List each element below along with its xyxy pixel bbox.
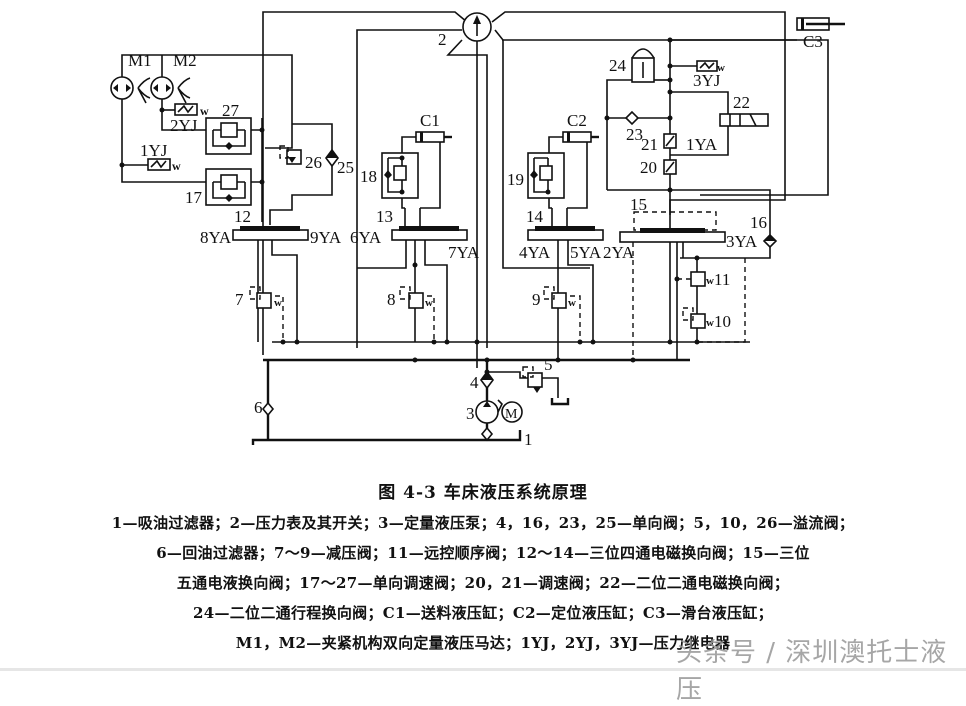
label-5ya: 5YA: [570, 243, 602, 262]
svg-text:w: w: [172, 159, 181, 173]
legend-line-1: 1—吸油过滤器；2—压力表及其开关；3—定量液压泵；4，16，23，25—单向阀…: [111, 514, 855, 532]
label-c3: C3: [803, 32, 823, 51]
label-c2: C2: [567, 111, 587, 130]
svg-text:w: w: [274, 297, 282, 309]
directional-valve-12: [232, 226, 309, 345]
label-2ya: 2YA: [603, 243, 635, 262]
label-3ya: 3YA: [726, 232, 758, 251]
legend-line-3: 五通电液换向阀；17～27—单向调速阀；20，21—调速阀；22—二位二通电磁换…: [176, 574, 790, 592]
label-9: 9: [532, 290, 541, 309]
reducing-valve-7: w: [249, 286, 284, 342]
label-9ya: 9YA: [310, 228, 342, 247]
label-1yj: 1YJ: [140, 141, 168, 160]
locating-cylinder-circuit: w: [527, 131, 604, 363]
label-21: 21: [641, 135, 658, 154]
label-1: 1: [524, 430, 533, 449]
label-23: 23: [626, 125, 643, 144]
label-m1: M1: [128, 51, 152, 70]
label-18: 18: [360, 167, 377, 186]
label-24: 24: [609, 56, 627, 75]
label-22: 22: [733, 93, 750, 112]
label-8: 8: [387, 290, 396, 309]
pressure-gauge-2: [462, 12, 492, 42]
svg-text:w: w: [425, 297, 433, 309]
label-2: 2: [438, 30, 447, 49]
label-20: 20: [640, 158, 657, 177]
label-3: 3: [466, 404, 475, 423]
feed-cylinder-circuit: w: [357, 131, 480, 363]
label-27: 27: [222, 101, 240, 120]
label-17: 17: [185, 188, 203, 207]
label-25: 25: [337, 158, 354, 177]
legend-line-5: M1，M2—夹紧机构双向定量液压马达；1YJ，2YJ，3YJ—压力继电器: [235, 634, 731, 652]
label-11: 11: [714, 270, 730, 289]
svg-text:w: w: [706, 317, 714, 329]
label-13: 13: [376, 207, 393, 226]
label-6: 6: [254, 398, 263, 417]
label-15: 15: [630, 195, 647, 214]
label-1ya: 1YA: [686, 135, 718, 154]
svg-text:w: w: [717, 62, 725, 74]
label-2yj: 2YJ: [170, 116, 198, 135]
label-c1: C1: [420, 111, 440, 130]
svg-text:w: w: [568, 297, 576, 309]
label-10: 10: [714, 312, 731, 331]
label-26: 26: [305, 153, 322, 172]
label-4ya: 4YA: [519, 243, 551, 262]
pump-station: M: [261, 357, 570, 442]
motor-label: M: [505, 407, 518, 422]
label-12: 12: [234, 207, 251, 226]
svg-text:w: w: [200, 104, 209, 118]
label-8ya: 8YA: [200, 228, 232, 247]
label-5: 5: [544, 355, 553, 374]
label-3yj: 3YJ: [693, 71, 721, 90]
label-19: 19: [507, 170, 524, 189]
label-14: 14: [526, 207, 544, 226]
slide-table-circuit: w: [604, 17, 845, 363]
label-m2: M2: [173, 51, 197, 70]
legend-line-4: 24—二位二通行程换向阀；C1—送料液压缸；C2—定位液压缸；C3—滑台液压缸；: [192, 604, 773, 622]
figure-title: 图 4-3 车床液压系统原理: [378, 483, 588, 503]
label-7ya: 7YA: [448, 243, 480, 262]
clamp-motor-circuit: w w: [110, 54, 339, 225]
bottom-divider: [0, 668, 966, 671]
label-4: 4: [470, 373, 479, 392]
label-7: 7: [235, 290, 244, 309]
legend-line-2: 6—回油过滤器；7～9—减压阀；11—远控顺序阀；12～14—三位四通电磁换向阀…: [156, 544, 810, 562]
hydraulic-schematic: 2 w w: [110, 11, 845, 449]
label-6ya: 6YA: [350, 228, 382, 247]
svg-text:w: w: [706, 275, 714, 287]
label-16: 16: [750, 213, 767, 232]
